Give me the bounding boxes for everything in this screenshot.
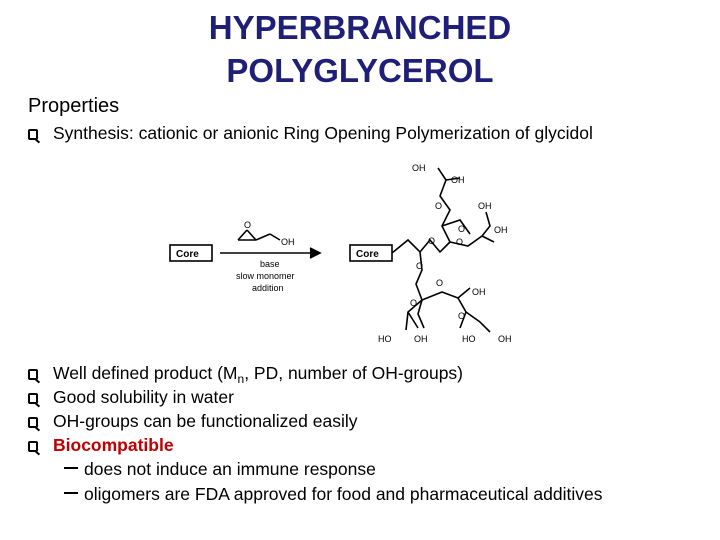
core-label-left: Core (176, 249, 199, 260)
subscript-n: n (237, 372, 245, 386)
subpoint-immune: does not induce an immune response (64, 459, 376, 480)
bullet-biocompatible: Biocompatible (28, 435, 174, 456)
oh-label: OH (414, 334, 428, 344)
oh-label: OH (412, 163, 426, 173)
oh-label: OH (478, 201, 492, 211)
bullet-text: Good solubility in water (53, 387, 234, 407)
o-label: O (436, 278, 443, 288)
condition-slow-monomer: slow monomer (236, 271, 295, 281)
o-label: O (456, 237, 463, 247)
oh-label: OH (494, 225, 508, 235)
o-label: O (428, 236, 435, 246)
dash-icon (64, 492, 78, 494)
bullet-text: Well defined product (M (53, 363, 238, 383)
synthesis-text: Synthesis: cationic or anionic Ring Open… (53, 123, 593, 143)
o-label: O (435, 201, 442, 211)
bullet-synthesis: Synthesis: cationic or anionic Ring Open… (28, 123, 593, 144)
bullet-functionalized: OH-groups can be functionalized easily (28, 411, 357, 432)
checkbox-bullet-icon (28, 129, 38, 140)
bullet-well-defined: Well defined product (Mn, PD, number of … (28, 363, 463, 386)
dash-icon (64, 467, 78, 469)
oh-label: OH (472, 287, 486, 297)
core-box-left (169, 244, 213, 262)
epoxide-oxygen: O (244, 220, 251, 230)
bullet-solubility: Good solubility in water (28, 387, 234, 408)
o-label: O (410, 298, 417, 308)
title-line-2: POLYGLYCEROL (226, 52, 494, 89)
bullet-text: OH-groups can be functionalized easily (53, 411, 358, 431)
condition-addition: addition (252, 283, 284, 293)
slide-title: HYPERBRANCHED POLYGLYCEROL (0, 6, 720, 92)
checkbox-bullet-icon (28, 393, 38, 404)
core-label-right: Core (356, 249, 379, 260)
oh-label: OH (498, 334, 512, 344)
checkbox-bullet-icon (28, 417, 38, 428)
title-line-1: HYPERBRANCHED (208, 9, 512, 46)
o-label: O (458, 224, 465, 234)
ho-label: HO (462, 334, 476, 344)
subpoint-text: oligomers are FDA approved for food and … (84, 484, 603, 504)
checkbox-bullet-icon (28, 441, 38, 452)
oh-label: OH (451, 175, 465, 185)
glycidol-oh: OH (281, 237, 295, 247)
subpoint-text: does not induce an immune response (84, 459, 376, 479)
subpoint-fda: oligomers are FDA approved for food and … (64, 484, 602, 505)
ho-label: HO (378, 334, 392, 344)
bullet-text-cont: , PD, number of OH-groups) (244, 363, 464, 383)
properties-heading: Properties (28, 95, 120, 117)
reaction-scheme: Core Core O OH base slow monomer additio… (169, 163, 512, 344)
biocompatible-text: Biocompatible (53, 435, 174, 455)
condition-base: base (260, 259, 280, 269)
o-label: O (458, 311, 465, 321)
checkbox-bullet-icon (28, 369, 38, 380)
o-label: O (416, 261, 423, 271)
